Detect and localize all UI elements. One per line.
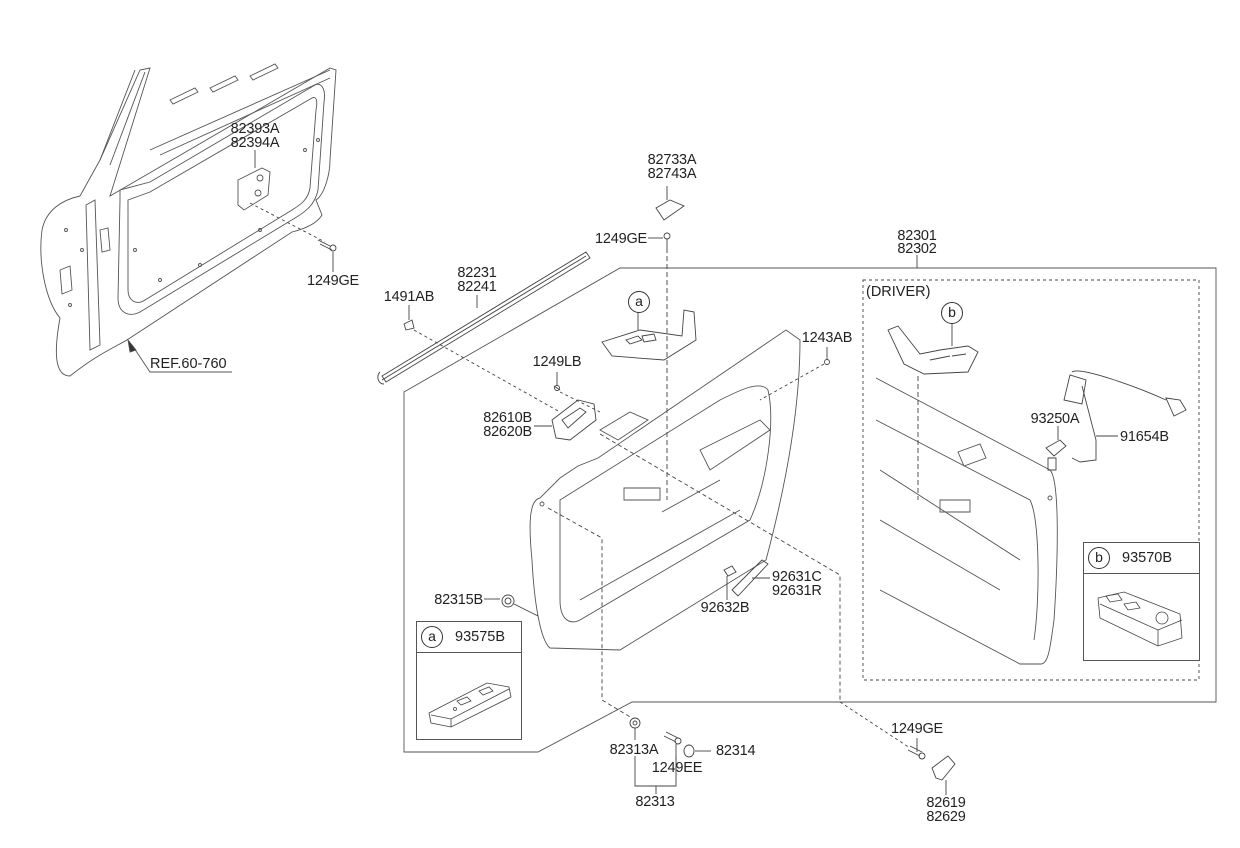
label-1249lb: 1249LB <box>532 354 582 370</box>
label-82314: 82314 <box>716 743 756 759</box>
label-82241: 82241 <box>457 279 497 295</box>
driver-dashed-box <box>862 279 1200 681</box>
screw-1249ge-top <box>648 232 671 500</box>
reference-label: REF.60-760 <box>150 356 227 372</box>
label-82315b: 82315B <box>434 592 483 608</box>
label-82733a: 82733A <box>647 152 697 168</box>
switch-panel-a <box>601 309 697 361</box>
screw-1243ab <box>759 347 830 401</box>
clip-1491ab <box>403 305 561 413</box>
label-1249ge-door: 1249GE <box>306 273 360 289</box>
switch-93575b-drawing <box>428 682 512 728</box>
screw-1249ee <box>663 731 682 760</box>
label-82620b: 82620B <box>483 424 532 440</box>
inside-handle-82610b <box>534 399 597 441</box>
label-92632b: 92632B <box>700 600 750 616</box>
cap-82619 <box>931 755 956 795</box>
door-shell-drawing <box>40 63 337 377</box>
inset-a-part-number: 93575B <box>455 629 505 645</box>
label-82313a: 82313A <box>609 742 659 758</box>
label-82743a: 82743A <box>647 166 697 182</box>
screw-1249lb <box>553 372 601 413</box>
label-82301: 82301 <box>897 228 937 244</box>
belt-weatherstrip-82231 <box>377 251 591 385</box>
cap-82733a <box>655 186 685 221</box>
label-82231: 82231 <box>457 265 497 281</box>
grommet-82313a <box>629 717 677 794</box>
switch-93250a <box>1045 426 1067 471</box>
label-91654b: 91654B <box>1120 429 1169 445</box>
label-82610b: 82610B <box>483 410 532 426</box>
label-82393a: 82393A <box>230 121 280 137</box>
switch-93570b-drawing <box>1097 591 1183 647</box>
switch-panel-b <box>887 322 979 500</box>
label-82619: 82619 <box>926 795 966 811</box>
label-82313: 82313 <box>635 794 675 810</box>
screw-1249ge-bottom <box>839 701 926 760</box>
wiring-91654b <box>1063 370 1187 463</box>
driver-door-trim <box>875 377 1058 665</box>
label-82629: 82629 <box>926 809 966 825</box>
inset-b-part-number: 93570B <box>1122 550 1172 566</box>
label-82302: 82302 <box>897 241 937 257</box>
door-trim-panel <box>529 329 801 651</box>
inset-b-switch-93570b: b 93570B <box>1083 542 1200 661</box>
label-1243ab: 1243AB <box>801 330 853 346</box>
label-1249ge-bottom: 1249GE <box>890 721 944 737</box>
callout-b: b <box>941 302 963 324</box>
callout-a: a <box>628 291 650 313</box>
label-1491ab: 1491AB <box>383 289 435 305</box>
cover-92631c <box>723 559 770 600</box>
label-82394a: 82394A <box>230 135 280 151</box>
assembly-box-outline <box>403 267 1217 753</box>
label-93250a: 93250A <box>1030 411 1080 427</box>
label-1249ee: 1249EE <box>651 760 703 776</box>
inset-a-switch-93575b: a 93575B <box>416 621 522 740</box>
centerline-lower <box>547 507 633 719</box>
cap-82314 <box>683 744 711 758</box>
grommet-82315b <box>484 594 539 617</box>
screw-1249ge-door <box>249 202 337 272</box>
centerline-diagonal <box>599 433 841 702</box>
inset-a-header: a 93575B <box>417 622 521 653</box>
inset-b-header: b 93570B <box>1084 543 1199 574</box>
inset-b-marker: b <box>1088 547 1110 569</box>
inset-a-marker: a <box>421 626 443 648</box>
label-92631c: 92631C <box>772 569 822 585</box>
driver-label: (DRIVER) <box>866 284 931 300</box>
label-1249ge-top: 1249GE <box>594 231 647 247</box>
label-92631r: 92631R <box>772 583 822 599</box>
